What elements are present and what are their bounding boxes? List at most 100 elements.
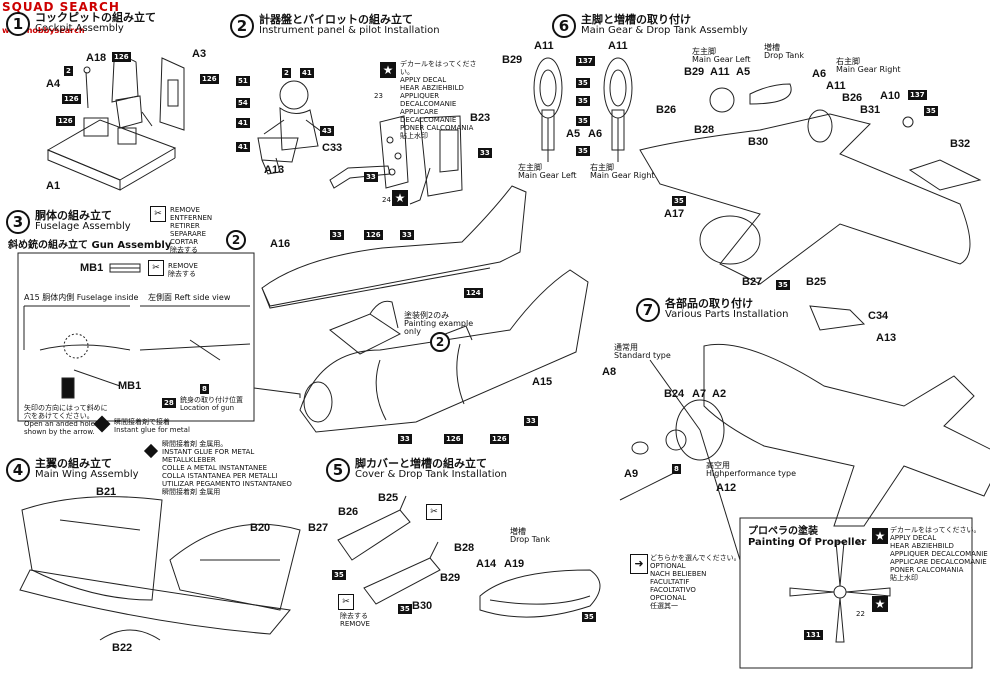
step-6-jp: 主脚と増槽の取り付け (581, 13, 691, 26)
tag-126b: 126 (62, 94, 81, 104)
tag-2: 2 (64, 66, 73, 76)
part-b30b: B30 (748, 136, 769, 148)
tag-126d: 126 (200, 74, 219, 84)
step-2-header: 2 計器盤とパイロットの組み立て Instrument panel & pilo… (230, 14, 440, 38)
step-3-en: Fuselage Assembly (35, 221, 131, 232)
part-c34: C34 (868, 310, 889, 322)
part-a13: A13 (264, 164, 285, 176)
part-a2: A2 (712, 388, 727, 400)
tag-35g: 35 (576, 146, 590, 156)
watermark-site: www.hobbysearch (2, 26, 85, 35)
part-b20: B20 (250, 522, 271, 534)
part-b26c: B26 (842, 92, 863, 104)
tag-126g: 126 (490, 434, 509, 444)
step-2-jp: 計器盤とパイロットの組み立て (259, 13, 413, 26)
part-a11c: A11 (710, 66, 730, 78)
part-b26b: B26 (656, 104, 677, 116)
tag-35j: 35 (776, 280, 790, 290)
step-6-header: 6 主脚と増槽の取り付け Main Gear & Drop Tank Assem… (552, 14, 748, 38)
tag-35h: 35 (924, 106, 938, 116)
tag-28: 28 (162, 398, 176, 408)
tag-126f: 126 (444, 434, 463, 444)
part-b25b: B25 (806, 276, 827, 288)
tag-35d: 35 (576, 78, 590, 88)
tag-33b: 33 (478, 148, 492, 158)
step-1-en: Cockpit Assembly (35, 23, 124, 34)
tag-35c: 35 (582, 612, 596, 622)
tag-137: 137 (576, 56, 595, 66)
tag-54: 54 (236, 98, 250, 108)
cutter-icon: ✂ (426, 504, 442, 520)
step-4-number: 4 (6, 458, 30, 482)
step-7-jp: 各部品の取り付け (665, 297, 753, 310)
part-a11: A11 (534, 40, 554, 52)
gear-drawing (533, 57, 633, 162)
part-a9: A9 (624, 468, 639, 480)
propeller-box (739, 517, 973, 669)
tag-2b: 2 (282, 68, 291, 78)
part-b23: B23 (470, 112, 491, 124)
step-5-header: 5 脚カバーと増槽の組み立て Cover & Drop Tank Install… (326, 458, 507, 482)
step-3-header: 3 胴体の組み立て Fuselage Assembly (6, 210, 131, 234)
part-mb1: MB1 (80, 262, 104, 274)
tag-35e: 35 (576, 96, 590, 106)
part-b27b: B27 (742, 276, 763, 288)
pilot-drawing (257, 80, 463, 205)
part-a4: A4 (46, 78, 61, 90)
tag-41: 41 (300, 68, 314, 78)
watermark-logo: SQUAD SEARCH (2, 0, 120, 14)
step-3-jp: 胴体の組み立て (35, 209, 112, 222)
part-a5b: A5 (736, 66, 751, 78)
tag-33d: 33 (400, 230, 414, 240)
tag-35: 35 (332, 570, 346, 580)
star-decal-icon: ★ (872, 596, 888, 612)
part-a1: A1 (46, 180, 61, 192)
step-7-number: 7 (636, 298, 660, 322)
step-6-en: Main Gear & Drop Tank Assembly (581, 25, 748, 36)
cutter-icon: ✂ (338, 594, 354, 610)
part-a14: A14 (476, 558, 497, 570)
part-b21: B21 (96, 486, 117, 498)
star-decal-icon: ★ (872, 528, 888, 544)
fuselage-inside-label: A15 胴体内側 Fuselage inside (24, 293, 139, 302)
tag-35i: 35 (672, 196, 686, 206)
tag-41b: 41 (236, 118, 250, 128)
tag-51: 51 (236, 76, 250, 86)
step-4-jp: 主翼の組み立て (35, 457, 112, 470)
part-b31: B31 (860, 104, 881, 116)
part-a6: A6 (588, 128, 603, 140)
tag-33c: 33 (330, 230, 344, 240)
tag-23: 23 (374, 92, 383, 100)
part-a10: A10 (880, 90, 901, 102)
tag-35b: 35 (398, 604, 412, 614)
tag-137b: 137 (908, 90, 927, 100)
cutter-icon: ✂ (150, 206, 166, 222)
part-a13b: A13 (876, 332, 897, 344)
propeller-sketch (789, 541, 891, 643)
part-a3: A3 (192, 48, 207, 60)
tag-33: 33 (364, 172, 378, 182)
tag-126: 126 (112, 52, 131, 62)
step-6-number: 6 (552, 14, 576, 38)
wing-drawing (19, 496, 301, 641)
part-a17: A17 (664, 208, 685, 220)
part-a16: A16 (270, 238, 291, 250)
part-a18: A18 (86, 52, 107, 64)
cover-drawing (337, 495, 601, 618)
step-1-header: 1 コックピットの組み立て Cockpit Assembly (6, 12, 156, 36)
optional-arrow-icon: ➜ (630, 554, 648, 574)
part-mb1-b: MB1 (118, 380, 142, 392)
part-a7: A7 (692, 388, 707, 400)
tag-8: 8 (200, 384, 209, 394)
step-5-en: Cover & Drop Tank Installation (355, 469, 507, 480)
tag-33f: 33 (398, 434, 412, 444)
